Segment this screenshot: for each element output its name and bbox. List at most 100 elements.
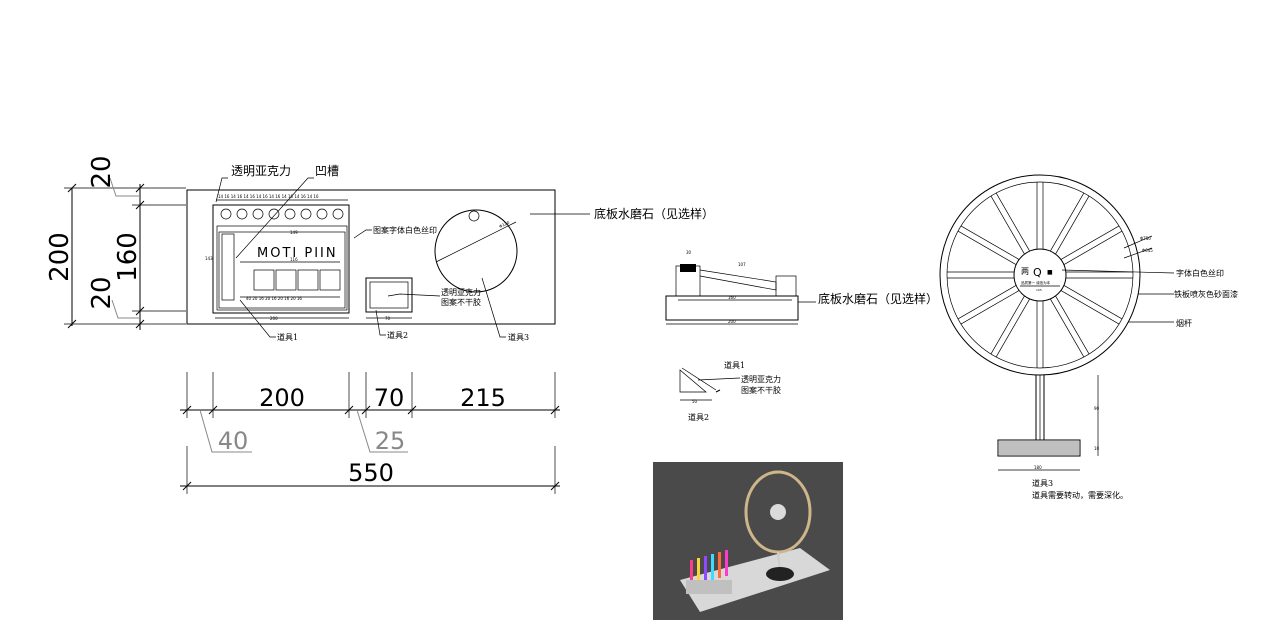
detail-prop1-label: 道具1 [724,360,745,370]
svg-text:200: 200 [728,319,736,324]
callout-acrylic-2a: 透明亚克力 [441,287,481,297]
wheel-spoke-line [995,298,1030,358]
callout-acrylic: 透明亚克力 [231,164,291,178]
svg-text:90: 90 [1094,406,1100,411]
svg-text:105: 105 [1036,288,1042,292]
label-prop3-title: 道具3 [1032,478,1053,488]
prop3-knob [468,210,480,222]
render-photo [653,462,843,620]
callout-base-stone-side: 底板水磨石（见选样） [818,291,938,306]
callout-acrylic-2b: 图案不干胶 [441,297,481,307]
dim-seg-215: 215 [460,384,506,412]
prop1-holes [220,208,344,220]
wheel-spoke-line [957,285,1017,320]
side-view: 160 107 30 200 底板水磨石（见选样） 50 道具1 透明亚克力 图… [665,250,938,422]
dim-top-margin: 20 [87,155,117,188]
side-prop1-cap [680,264,696,272]
wheel-spoke-line [1050,298,1085,358]
label-prop1: 道具1 [277,332,298,342]
wheel-base [997,439,1081,457]
prop2-box [365,277,413,313]
svg-text:14 16 14 16 14 16 14 16 14 16: 14 16 14 16 14 16 14 16 14 16 14 16 14 1… [218,194,319,199]
dim-gap-25: 25 [375,427,406,455]
detail-acrylic-b: 图案不干胶 [741,385,781,395]
wheel-spoke-line [957,230,1017,265]
prop2-fill [369,281,409,309]
dim-left-offset: 40 [218,427,249,455]
svg-text:160: 160 [728,295,736,300]
wheel-spoke-line [1055,195,1090,255]
dim-bottom-margin: 20 [87,276,117,309]
wheel-base-texture [999,441,1079,455]
svg-text:149: 149 [290,230,298,235]
wheel-spoke-line [1060,290,1120,325]
svg-text:50: 50 [692,399,698,404]
leader-acrylic-no-glue [387,293,441,297]
callout-groove: 凹槽 [315,164,339,178]
leader-print [353,229,372,239]
svg-text:180: 180 [1034,465,1042,470]
dim-seg-200: 200 [259,384,305,412]
prop1-inner-frame [216,225,348,311]
dim-inner-height: 160 [113,232,143,282]
svg-text:Q: Q [1033,266,1042,279]
wheel-spoke-line [990,195,1025,255]
prop3-wheel-plan [434,209,518,293]
wheel-spoke-line [1060,225,1120,260]
dim-total-height: 200 [45,232,75,282]
detail-acrylic-a: 透明亚克力 [741,374,781,384]
leader-prop2 [375,309,386,336]
leader-acrylic [215,177,228,203]
prop1-left-bar [221,233,235,301]
prop1-box [212,204,350,314]
wheel-spoke-line [960,290,1020,325]
render-base-slab [680,548,830,612]
wheel-spoke-line [995,192,1030,252]
label-prop3: 道具3 [508,332,529,342]
svg-text:Φ645: Φ645 [1142,248,1153,253]
wheel-spoke-line [1063,285,1123,320]
wheel-inner-rim [946,181,1134,369]
wheel-elevation: 两 Q ■ 品质第一 诚信为本 105 Φ750 Φ645 180 90 10 … [939,174,1238,500]
label-prop3-note: 道具需要转动，需要深化。 [1032,490,1128,500]
svg-text:200: 200 [270,316,278,321]
side-slope [699,269,777,291]
wheel-spoke-line [1050,192,1085,252]
detail-prop1-wedge [679,369,707,393]
base-board-outline [186,189,556,325]
panel-text: MOTI PIIN [257,246,338,261]
wheel-spoke-line [960,225,1020,260]
dim-seg-70: 70 [374,384,405,412]
wheel-spoke-line [1063,230,1123,265]
horizontal-dimensions [180,372,560,494]
dim-total-width: 550 [348,459,394,487]
svg-text:10: 10 [1094,446,1100,451]
wheel-spoke-line [1055,295,1090,355]
plan-view: 14 16 14 16 14 16 14 16 14 16 14 16 14 1… [45,155,714,494]
svg-text:116: 116 [290,257,298,262]
wheel-hub [1013,248,1067,302]
render-tubes [690,550,728,586]
wheel-spoke-line [990,295,1025,355]
callout-base-stone: 底板水磨石（见选样） [594,206,714,221]
callout-iron-rod: 烟杆 [1176,318,1192,328]
leader-prop1 [239,299,276,338]
prop1-panel [218,231,346,309]
svg-text:30: 30 [686,250,692,255]
svg-text:70: 70 [385,316,391,321]
svg-text:Φ120: Φ120 [498,220,510,229]
wheel-spokes [947,182,1133,368]
prop1-dotted-cells [253,269,341,291]
detail-prop2-label: 道具2 [688,412,709,422]
side-prop3-base [775,275,797,297]
callout-text-white-print: 字体白色丝印 [1176,268,1224,278]
svg-text:两: 两 [1021,267,1029,276]
svg-text:40 20 16 20 16 20 16 20 16: 40 20 16 20 16 20 16 20 16 [246,296,302,301]
svg-text:107: 107 [738,262,746,267]
leader-prop3 [481,277,506,338]
svg-text:■: ■ [1047,269,1053,276]
callout-iron-plate: 铁板喷灰色砂面漆 [1174,289,1238,299]
svg-text:品质第一 诚信为本: 品质第一 诚信为本 [1021,280,1051,285]
label-prop2: 道具2 [387,330,408,340]
